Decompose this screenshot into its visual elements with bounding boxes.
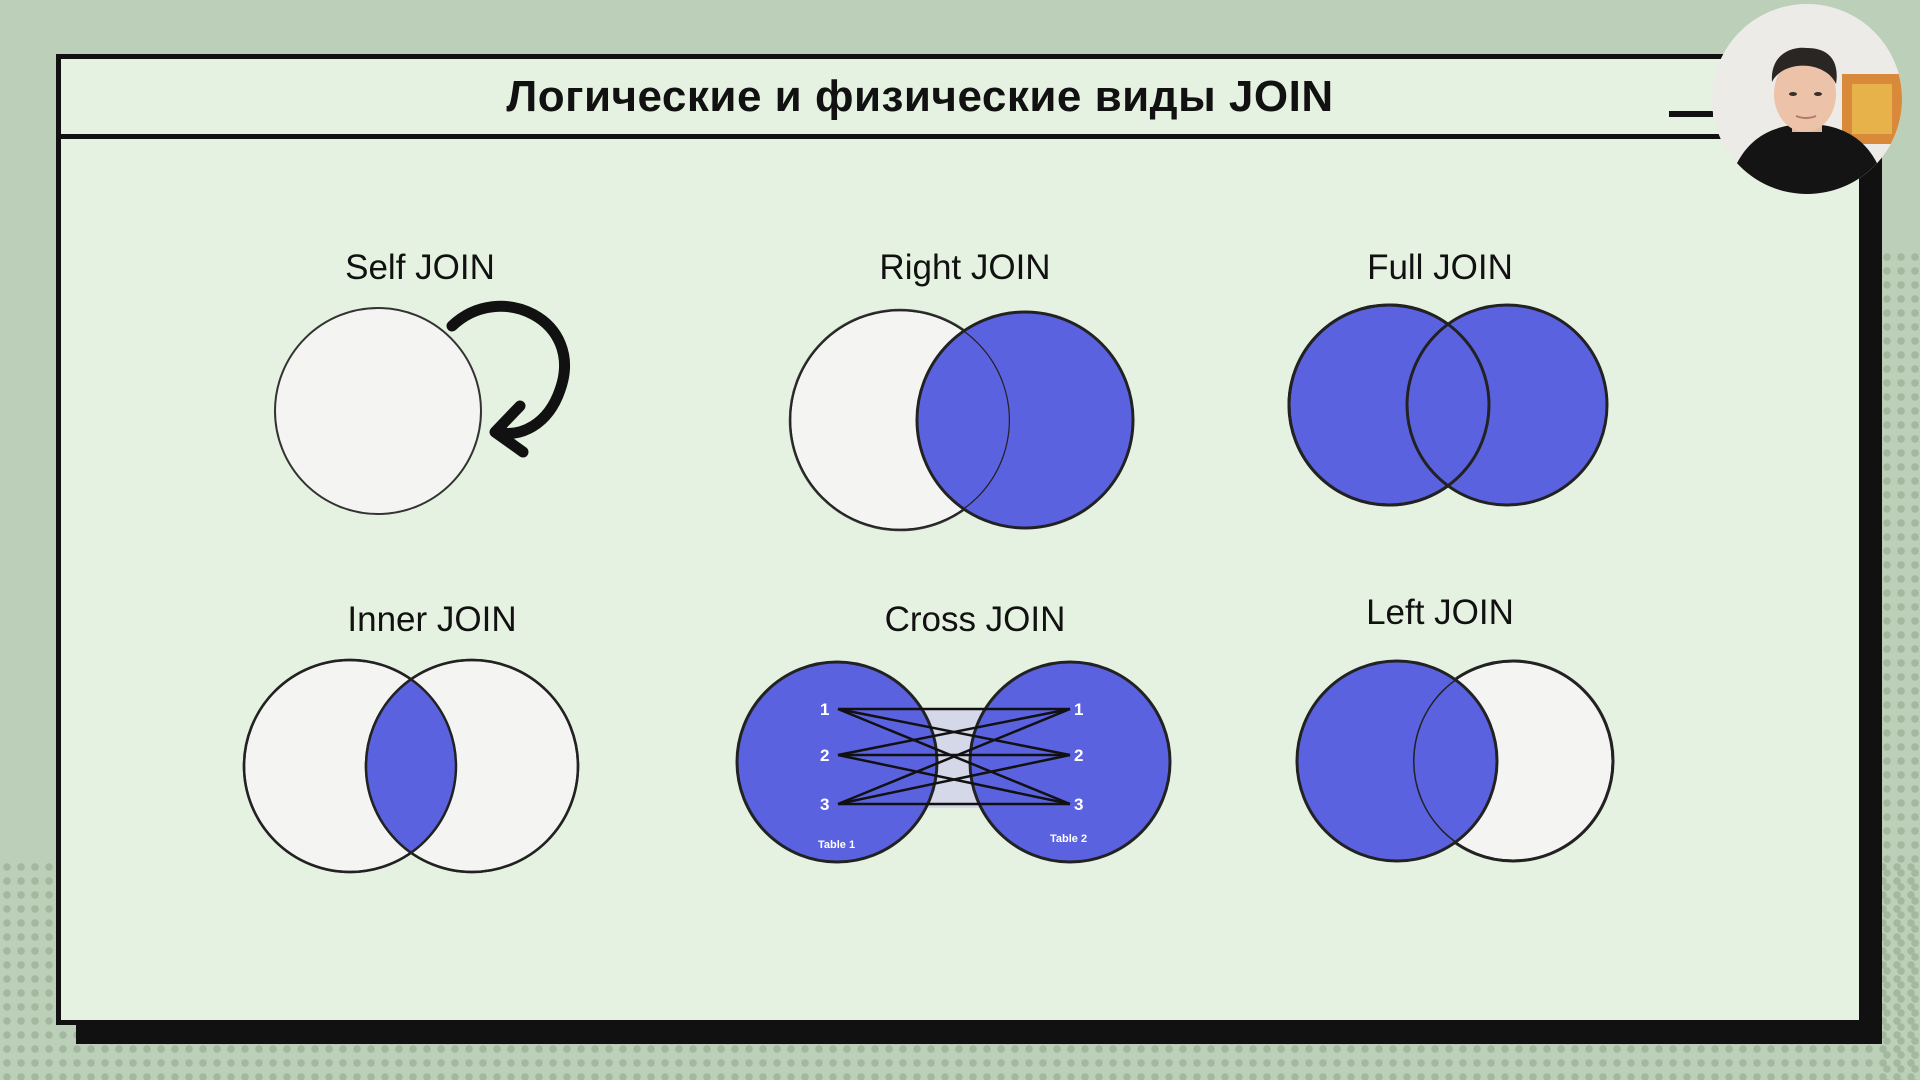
left-join-label: Left JOIN (1366, 593, 1514, 632)
cross-join-lines (837, 707, 1071, 806)
cross-right-number-1: 1 (1074, 700, 1083, 719)
self-join-arrow-icon (446, 300, 570, 439)
presenter-avatar (1712, 4, 1902, 194)
self-join-circle (274, 307, 482, 515)
cross-join-label: Cross JOIN (884, 600, 1066, 639)
left-join-diagram (1295, 659, 1615, 863)
inner-join-intersection (366, 660, 456, 872)
webcam-overlay (1712, 4, 1902, 194)
cross-join-diagram: 1 2 3 1 2 3 Table 1 Table 2 (735, 660, 1172, 864)
slide-title: Логические и физические виды JOIN (506, 71, 1334, 121)
cross-left-table-label: Table 1 (818, 839, 855, 851)
cross-join-left-circle (735, 660, 939, 864)
cross-right-number-3: 3 (1074, 795, 1083, 814)
cross-left-number-1: 1 (820, 700, 829, 719)
dot-pattern-right (1880, 250, 1920, 1080)
inner-join-diagram (242, 658, 580, 874)
left-join-left-circle (1295, 659, 1499, 863)
right-join-label: Right JOIN (879, 248, 1051, 287)
inner-join-label: Inner JOIN (347, 600, 517, 639)
cross-right-table-label: Table 2 (1050, 833, 1087, 845)
full-join-label: Full JOIN (1367, 248, 1513, 287)
cross-right-number-2: 2 (1074, 746, 1083, 765)
right-join-diagram (788, 308, 1135, 532)
full-join-right-circle (1405, 303, 1609, 507)
cross-left-number-2: 2 (820, 746, 829, 765)
cross-left-number-3: 3 (820, 795, 829, 814)
right-join-right-circle (915, 310, 1135, 530)
self-join-diagram (274, 300, 570, 515)
cross-join-right-circle (968, 660, 1172, 864)
full-join-diagram (1287, 303, 1609, 507)
self-join-label: Self JOIN (345, 248, 495, 287)
slide-title-bar: Логические и физические виды JOIN (61, 59, 1859, 139)
minimize-icon[interactable] (1669, 111, 1713, 117)
